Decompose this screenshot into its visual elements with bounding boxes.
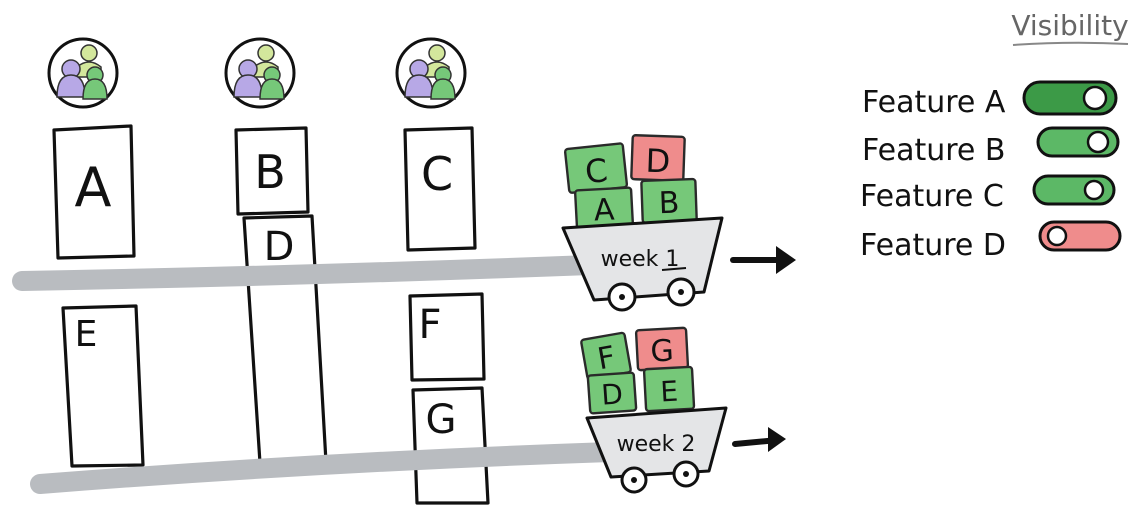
feature-box-b-label: B [254, 145, 286, 199]
feature-box-c: C [403, 126, 477, 252]
feature-box-g-label: G [426, 397, 457, 443]
cube-b: B [640, 177, 698, 224]
feature-box-d: D [242, 214, 328, 465]
toggle-row-feature-b: Feature B [862, 126, 1120, 168]
visibility-title: Visibility [1011, 9, 1128, 42]
cube-d: D [630, 134, 686, 183]
cube-label: F [595, 340, 618, 377]
cube-c: C [563, 142, 629, 194]
arrow-right-icon [732, 427, 786, 452]
cube-d2: D [586, 371, 638, 415]
release-rail-1 [12, 255, 600, 291]
feature-box-e-label: E [75, 314, 98, 355]
toggle-label: Feature A [862, 85, 1006, 120]
feature-box-f: F [408, 292, 486, 382]
cube-label: A [593, 192, 616, 228]
cube-a: A [573, 186, 635, 232]
team-icon-3 [395, 37, 467, 109]
feature-box-f-label: F [418, 302, 441, 348]
feature-a-toggle[interactable] [1022, 80, 1118, 116]
feature-c-toggle[interactable] [1032, 174, 1116, 206]
feature-box-d-label: D [264, 224, 295, 270]
feature-d-toggle[interactable] [1038, 220, 1122, 252]
toggle-label: Feature B [862, 133, 1005, 168]
visibility-panel: Visibility Feature A Feature B Feature C [860, 9, 1129, 263]
cube-e: E [642, 365, 696, 413]
cube-label: E [659, 375, 678, 409]
feature-box-c-label: C [421, 147, 453, 201]
team-icon-2 [224, 37, 296, 109]
release-rail-2 [30, 442, 620, 494]
feature-box-b: B [234, 126, 310, 216]
toggle-label: Feature D [860, 228, 1006, 263]
cart-label: week 1 [601, 247, 680, 272]
feature-box-g: G [411, 386, 490, 505]
feature-box-e: E [61, 304, 145, 468]
cube-label: D [600, 377, 624, 411]
cube-label: B [658, 186, 680, 222]
cart-week-1: C D A B week 1 [561, 134, 724, 312]
cube-g: G [634, 326, 690, 372]
cart-label: week 2 [617, 432, 696, 457]
toggle-label: Feature C [860, 179, 1004, 214]
feature-b-toggle[interactable] [1036, 126, 1120, 158]
team-icon-1 [47, 37, 119, 109]
arrow-right-icon [730, 246, 796, 274]
feature-box-a: A [52, 124, 136, 260]
cube-label: D [645, 142, 671, 181]
toggle-row-feature-c: Feature C [860, 174, 1116, 214]
cube-f: F [580, 331, 632, 381]
feature-box-a-label: A [75, 156, 112, 219]
cube-label: C [583, 151, 609, 191]
cube-label: G [650, 333, 675, 369]
toggle-row-feature-a: Feature A [862, 80, 1118, 120]
cart-week-2: F G D E week 2 [580, 326, 728, 494]
toggle-row-feature-d: Feature D [860, 220, 1122, 263]
